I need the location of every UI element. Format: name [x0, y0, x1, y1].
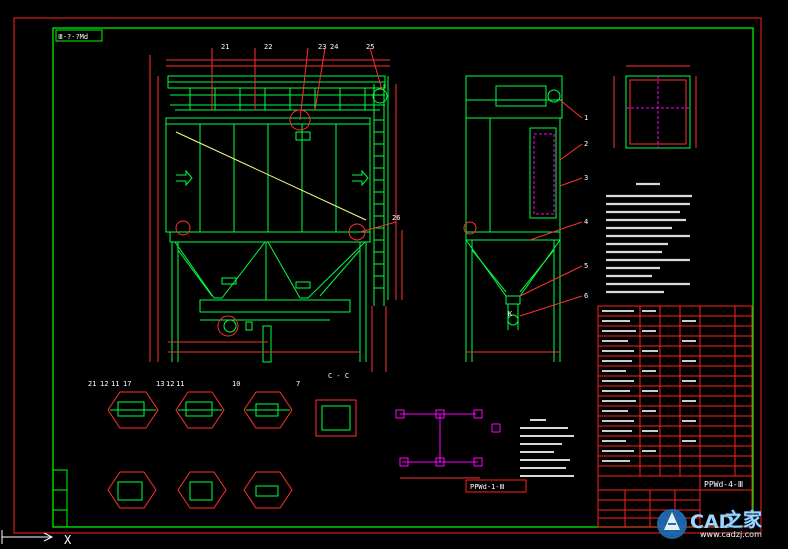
detail-label-13: 13 [156, 380, 164, 388]
side-view-hidden-panel [533, 133, 555, 215]
watermark-url: www.cadzj.com [700, 530, 762, 539]
revision-block [52, 469, 68, 528]
watermark-brand-ascii: CAD [690, 511, 734, 533]
plan-detail [613, 65, 697, 149]
detail-label-11b: 11 [176, 380, 184, 388]
drawing-border [52, 27, 754, 528]
side-callout-1: 1 [584, 114, 588, 122]
corner-label: Ⅲ-?-?Md [58, 33, 88, 41]
sheet-code: PPWd-4-Ⅲ [704, 480, 743, 489]
detail-views [107, 391, 501, 509]
detail-label-11a: 11 [111, 380, 119, 388]
detail-label-7: 7 [296, 380, 300, 388]
side-callout-2: 2 [584, 140, 588, 148]
ucs-axis-label: X [64, 533, 72, 547]
side-view-callouts: 1 2 3 4 5 6 K [508, 114, 588, 318]
watermark-brand-cn: 之家 [724, 509, 763, 531]
front-view-dimensions [149, 47, 403, 372]
detail-labels: 21 12 11 17 13 12 11 10 7 C - C [88, 372, 349, 388]
drawing-title: PPWd-1-Ⅲ [470, 483, 505, 491]
sheet-frame [13, 17, 762, 534]
detail-label-21: 21 [88, 380, 96, 388]
front-view-detail-circles [175, 109, 366, 337]
side-view-dimensions [463, 99, 583, 353]
side-marker-k: K [508, 310, 513, 318]
detail-label-17: 17 [123, 380, 131, 388]
ucs-icon [1, 530, 54, 544]
front-view-callouts: 21 22 23 24 25 26 [221, 43, 400, 222]
parts-list-table [597, 305, 753, 477]
detail-label-10: 10 [232, 380, 240, 388]
side-callout-4: 4 [584, 218, 588, 226]
parts-list-text [602, 310, 696, 462]
technical-notes [606, 182, 692, 294]
callout-25: 25 [366, 43, 374, 51]
front-view [165, 75, 389, 363]
callout-22: 22 [264, 43, 272, 51]
section-label-cc: C - C [328, 372, 349, 380]
callout-21: 21 [221, 43, 229, 51]
corner-label-box [55, 29, 103, 42]
drawing-title-box [465, 479, 527, 493]
detail-label-12a: 12 [100, 380, 108, 388]
callout-24: 24 [330, 43, 338, 51]
side-callout-3: 3 [584, 174, 588, 182]
side-callout-6: 6 [584, 292, 588, 300]
detail-label-12b: 12 [166, 380, 174, 388]
spec-notes [520, 419, 574, 477]
callout-26: 26 [392, 214, 400, 222]
callout-23: 23 [318, 43, 326, 51]
side-view [465, 75, 563, 362]
watermark-logo-icon [657, 509, 687, 539]
front-view-diagonal [175, 131, 367, 221]
side-callout-5: 5 [584, 262, 588, 270]
